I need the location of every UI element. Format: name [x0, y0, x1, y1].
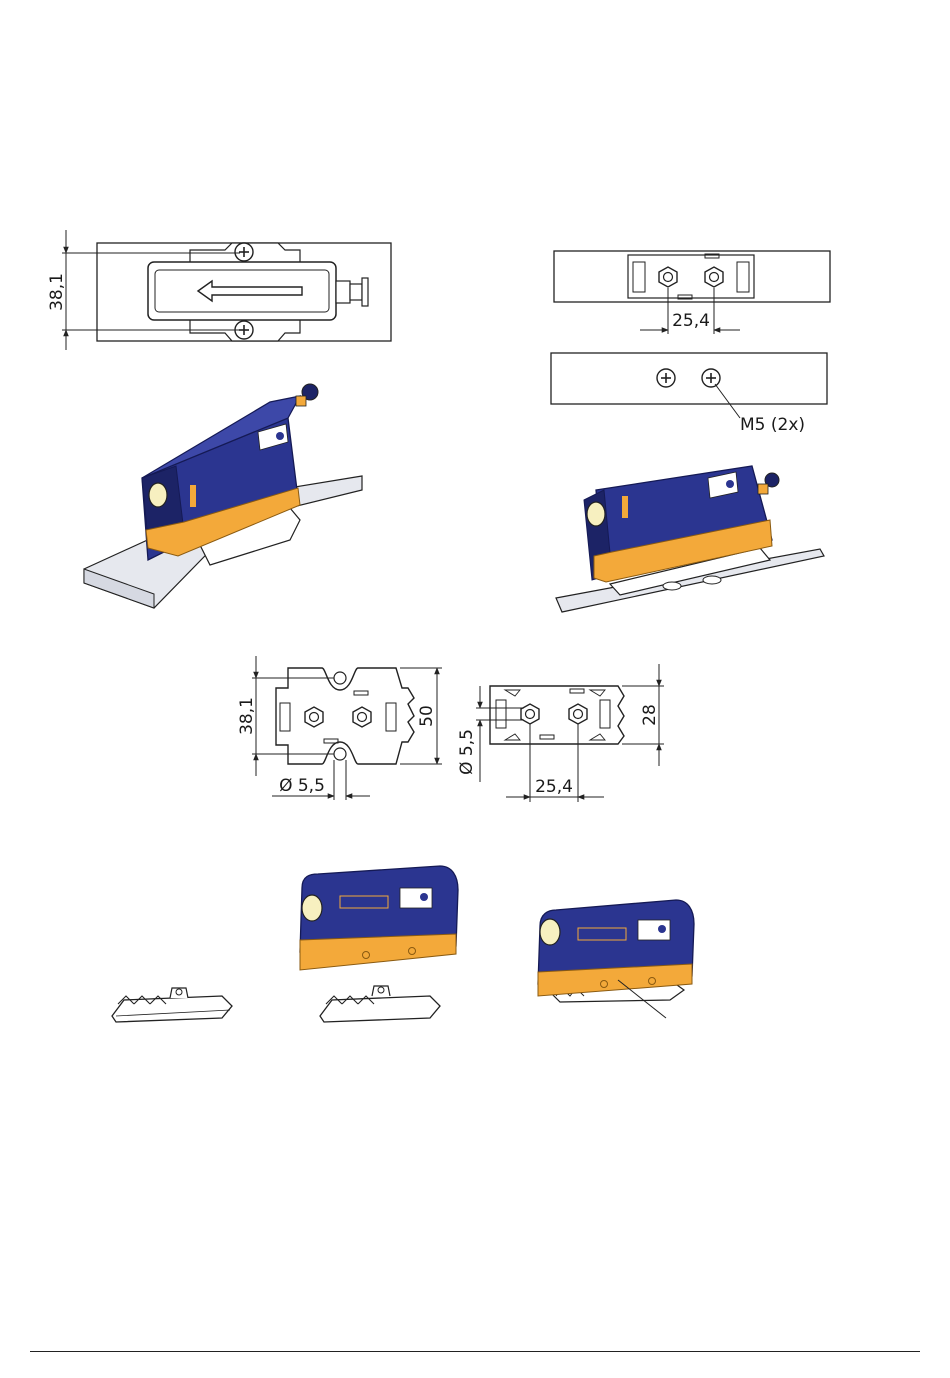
bar-mounted-on-bracket	[538, 900, 694, 1018]
dim-label-mid-right-spacing: 25,4	[535, 777, 573, 797]
dim-label-mid-right-hole: Ø 5,5	[457, 729, 477, 775]
top-view-bar-on-plate	[97, 243, 391, 341]
dim-label-top-left-height: 38,1	[47, 273, 67, 311]
footer-rule	[30, 1351, 920, 1352]
bottom-view-bracket	[554, 251, 830, 302]
isometric-bar-on-plate-right	[556, 466, 824, 612]
dim-label-mid-left-hole: Ø 5,5	[279, 776, 325, 796]
bracket-view-side	[490, 686, 624, 744]
bracket-alone	[112, 988, 232, 1022]
dim-label-mid-left-height: 38,1	[237, 697, 257, 735]
dim-label-mid-right-height: 28	[640, 704, 660, 726]
dim-label-top-right-spacing: 25,4	[672, 311, 710, 331]
dim-mid-left-hole: Ø 5,5	[272, 760, 370, 800]
dim-label-mount-screws: M5 (2x)	[740, 415, 805, 435]
bar-above-bracket	[300, 866, 458, 1022]
dim-mid-right-height: 28	[622, 664, 664, 766]
bottom-view-plate-screws: M5 (2x)	[551, 353, 827, 435]
dim-label-mid-left-width: 50	[417, 705, 437, 727]
isometric-bar-on-plate-left	[84, 384, 362, 608]
bracket-view-with-holes	[276, 668, 414, 764]
